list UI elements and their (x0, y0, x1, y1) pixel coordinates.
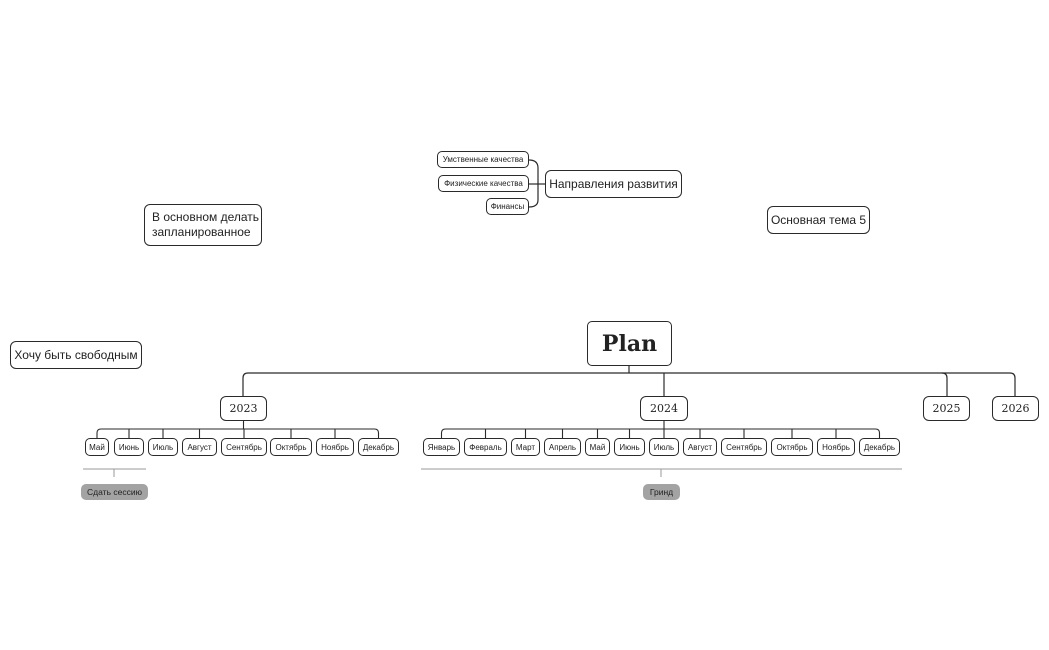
month-bus (440, 428, 881, 438)
month-node[interactable]: Май (85, 438, 109, 456)
month-node[interactable]: Июль (649, 438, 679, 456)
root-node-plan[interactable]: Plan (587, 321, 672, 366)
month-node[interactable]: Декабрь (859, 438, 900, 456)
month-node[interactable]: Март (511, 438, 540, 456)
directions-child-finance[interactable]: Финансы (486, 198, 529, 215)
year-bus (242, 372, 1016, 396)
year-node-2025[interactable]: 2025 (923, 396, 970, 421)
month-node[interactable]: Ноябрь (316, 438, 354, 456)
month-node[interactable]: Август (683, 438, 717, 456)
month-node[interactable]: Сентябрь (721, 438, 767, 456)
month-node[interactable]: Сентябрь (221, 438, 267, 456)
month-node[interactable]: Январь (423, 438, 460, 456)
directions-child-physical[interactable]: Физические качества (438, 175, 529, 192)
month-node[interactable]: Апрель (544, 438, 581, 456)
directions-child-mental[interactable]: Умственные качества (437, 151, 529, 168)
month-node[interactable]: Декабрь (358, 438, 399, 456)
year-node-2023[interactable]: 2023 (220, 396, 267, 421)
month-node[interactable]: Май (585, 438, 610, 456)
floating-topic-5[interactable]: Основная тема 5 (767, 206, 870, 234)
month-node[interactable]: Июнь (114, 438, 144, 456)
month-bus (96, 428, 380, 438)
directions-node[interactable]: Направления развития (545, 170, 682, 198)
month-node[interactable]: Ноябрь (817, 438, 855, 456)
month-node[interactable]: Июнь (614, 438, 645, 456)
floating-topic-mostly[interactable]: В основном делать запланированное (144, 204, 262, 246)
floating-topic-free[interactable]: Хочу быть свободным (10, 341, 142, 369)
summary-node-2024[interactable]: Гринд (643, 484, 680, 500)
year-node-2024[interactable]: 2024 (640, 396, 688, 421)
month-node[interactable]: Февраль (464, 438, 507, 456)
month-node[interactable]: Октябрь (771, 438, 813, 456)
year-connector (941, 372, 948, 396)
summary-node-2023[interactable]: Сдать сессию (81, 484, 148, 500)
month-node[interactable]: Июль (148, 438, 178, 456)
month-node[interactable]: Октябрь (270, 438, 312, 456)
month-node[interactable]: Август (182, 438, 217, 456)
year-node-2026[interactable]: 2026 (992, 396, 1039, 421)
